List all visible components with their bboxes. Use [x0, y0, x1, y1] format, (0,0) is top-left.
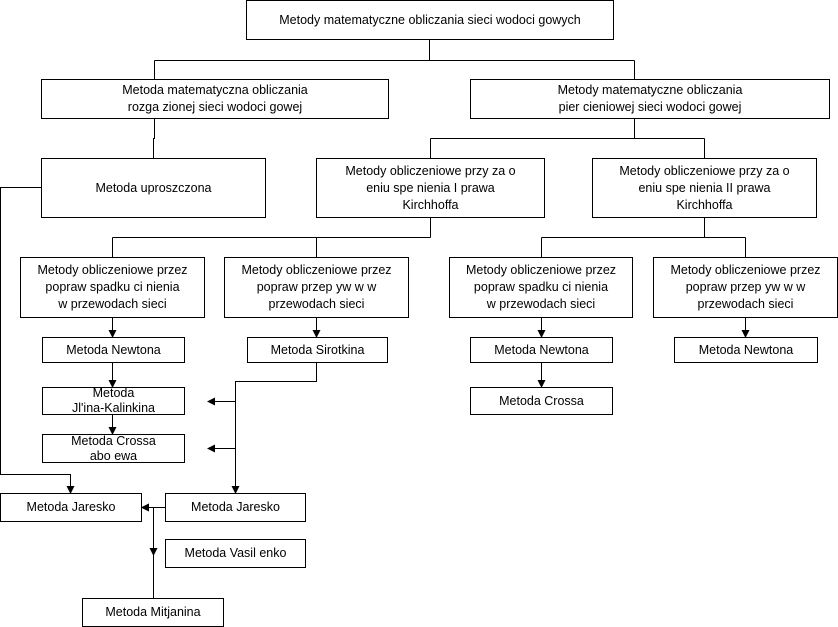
edge-looped-kirchhoff: [430, 118, 705, 158]
jaresko-method-left: Metoda Jaresko: [0, 493, 142, 522]
root-box: Metody matematyczne obliczania sieci wod…: [246, 0, 614, 40]
edge-simplified-jaresko: [0, 187, 75, 494]
simplified-method-box: Metoda uproszczona: [41, 158, 266, 218]
edge-kirchhoff2-groups: [541, 217, 746, 257]
edge-branched-simplified: [153, 118, 155, 158]
pressure-correction-group-right: Metody obliczeniowe przez popraw spadku …: [449, 257, 633, 318]
edge-root-tree: [154, 39, 635, 79]
cross-lobaczewa-method: Metoda Crossa abo ewa: [42, 434, 185, 463]
pressure-correction-group-left: Metody obliczeniowe przez popraw spadku …: [20, 257, 205, 318]
flow-correction-group-left: Metody obliczeniowe przez popraw przep y…: [224, 257, 409, 318]
kirchhoff-first-law-box: Metody obliczeniowe przy za o eniu spe n…: [316, 158, 545, 218]
cross-method: Metoda Crossa: [470, 387, 613, 415]
vasilenko-method: Metoda Vasil enko: [165, 539, 306, 568]
newton-method-right: Metoda Newtona: [674, 337, 818, 363]
edge-bus-cross: [207, 401, 236, 453]
kirchhoff-second-law-box: Metody obliczeniowe przy za o eniu spe n…: [592, 158, 817, 218]
newton-method-mid: Metoda Newtona: [470, 337, 613, 363]
jaresko-method-right: Metoda Jaresko: [165, 493, 306, 522]
looped-network-box: Metody matematyczne obliczania pier cien…: [470, 79, 830, 119]
edge-sirotkin-bus: [235, 362, 317, 402]
sirotkin-method: Metoda Sirotkina: [247, 337, 388, 363]
mitjanin-method: Metoda Mitjanina: [82, 598, 224, 627]
jlina-kalinkin-method: Metoda Jl'ina-Kalinkina: [42, 387, 185, 415]
branched-network-box: Metoda matematyczna obliczania rozga zio…: [41, 79, 389, 119]
newton-method-left: Metoda Newtona: [42, 337, 185, 363]
edge-kirchhoff1-groups: [112, 217, 431, 257]
flow-correction-group-right: Metody obliczeniowe przez popraw przep y…: [653, 257, 838, 318]
